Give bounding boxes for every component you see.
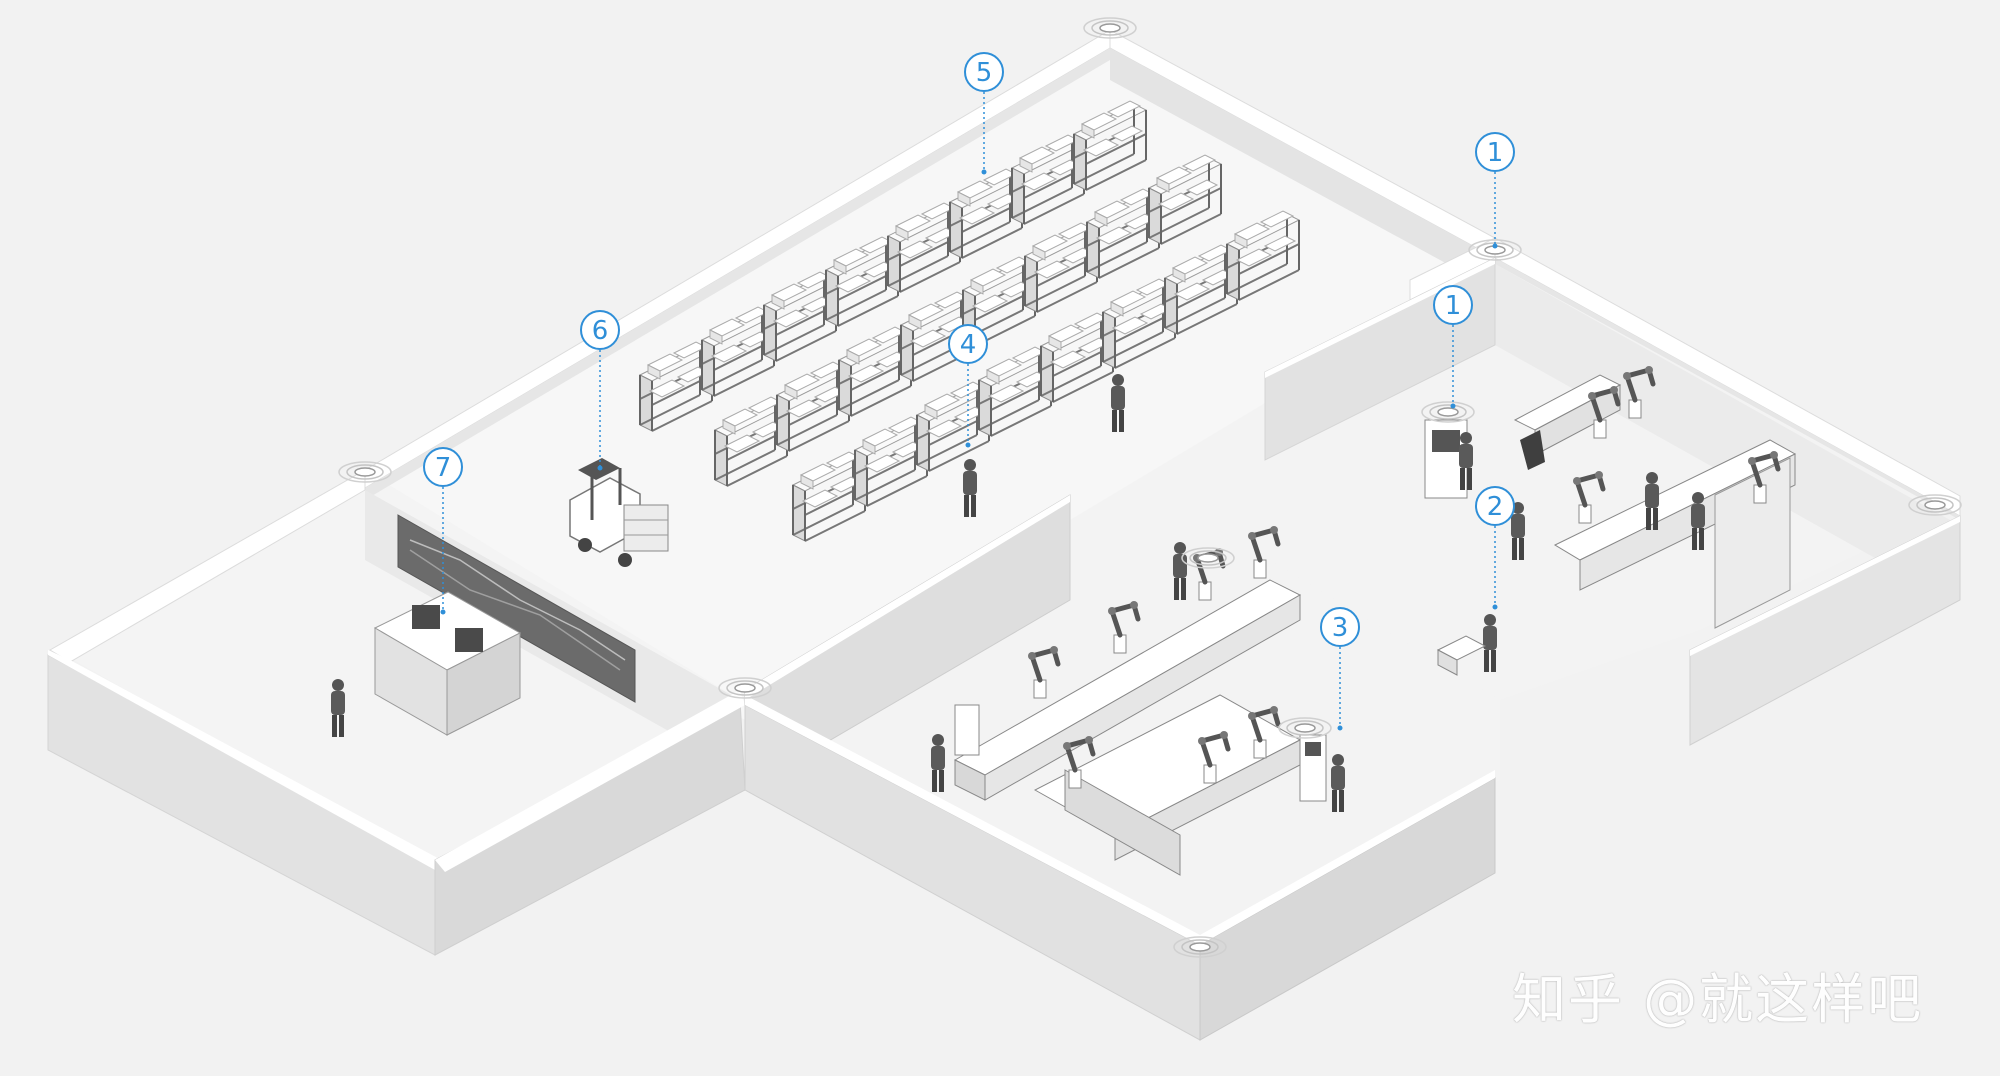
callout-3: 3 <box>1320 607 1360 731</box>
wall-far-right-face <box>1495 258 1960 520</box>
wall-back-right-face <box>1110 48 1495 290</box>
wall-assembly-left-top <box>1265 258 1495 378</box>
sensor-production <box>1181 547 1235 569</box>
wall-warehouse-back-left-face <box>365 48 1110 500</box>
sensor-top <box>1083 17 1137 39</box>
dashboard-screen <box>397 514 636 703</box>
watermark-text: 知乎 @就这样吧 <box>1512 968 1924 1031</box>
callout-2: 2 <box>1475 486 1515 610</box>
callout-4: 4 <box>948 324 988 448</box>
callout-5: 5 <box>964 52 1004 175</box>
callout-6: 6 <box>580 310 620 471</box>
wall-assembly-inner <box>1495 264 1950 600</box>
conveyor-front <box>1064 769 1181 876</box>
callout-number: 6 <box>592 316 609 346</box>
callout-number: 1 <box>1487 138 1504 168</box>
wall-right-front-top <box>1690 516 1960 656</box>
office-chair <box>1520 430 1545 470</box>
production-line <box>931 526 1345 876</box>
sensor-far-right <box>1908 494 1962 516</box>
sensor-center-junction <box>718 677 772 699</box>
sensor-assembly <box>1421 401 1475 423</box>
assembly-area <box>1424 366 1797 676</box>
wall-control-front-top <box>435 690 745 872</box>
control-room <box>331 514 636 737</box>
callout-number: 2 <box>1487 492 1504 522</box>
forklift <box>569 458 669 567</box>
callout-number: 4 <box>960 330 977 360</box>
wall-control-left-top <box>48 650 445 870</box>
wall-production-right-top <box>1200 770 1495 945</box>
callout-1-top: 1 <box>1475 132 1515 249</box>
callout-1-assembly: 1 <box>1433 285 1473 409</box>
monitor-right <box>455 628 483 652</box>
callout-number: 5 <box>976 58 993 88</box>
wall-warehouse-separator-top <box>745 495 1070 700</box>
callout-number: 3 <box>1332 613 1349 643</box>
wall-production-left-top <box>745 695 1200 945</box>
sensor-control-room <box>338 461 392 483</box>
callout-7: 7 <box>423 447 463 615</box>
sensor-bottom <box>1173 936 1227 958</box>
control-cabinet-left <box>954 704 980 756</box>
monitor-left <box>412 605 440 629</box>
sensor-production-right <box>1278 717 1332 739</box>
callout-number: 1 <box>1445 291 1462 321</box>
callout-number: 7 <box>435 453 452 483</box>
